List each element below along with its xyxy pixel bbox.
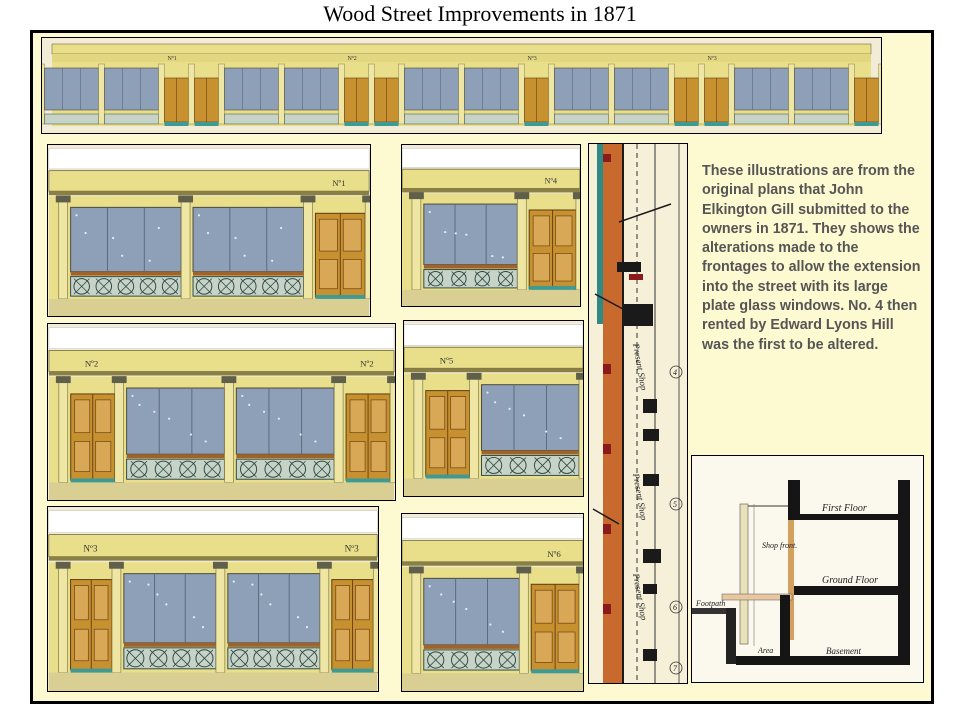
facade-no6-number-label: Nº6 [547,549,561,559]
facade-no3-number-label: Nº3 [83,544,97,554]
facade-no2-panel: Nº2 Nº2 [47,323,396,501]
facade-no2-number-label: Nº2 [360,359,373,369]
cross-section-drawing: First Floor Shop front. Ground Floor Foo… [692,456,923,682]
ground-plan-drawing: Present Shop Present Shop Present Shop 4… [589,144,687,683]
strip-number-label: Nº1 [168,56,177,62]
facade-no1-drawing: Nº1 [48,145,370,316]
facade-no2-drawing: Nº2 Nº2 [48,324,395,500]
facade-no5-drawing: Nº5 [404,321,583,496]
label-ground-floor: Ground Floor [822,575,878,586]
page-title: Wood Street Improvements in 1871 [323,1,637,26]
facade-no4-number-label: Nº4 [545,177,557,186]
plan-number-5: 5 [673,500,677,509]
strip-number-label: Nº3 [528,56,537,62]
facade-no4-drawing: Nº4 [402,145,580,306]
street-elevation-strip: Nº1 Nº2 Nº3 Nº3 [41,37,882,134]
facade-no3-drawing: Nº3 Nº3 [48,507,378,691]
facade-no5-panel: Nº5 [403,320,584,497]
description-text: These illustrations are from the origina… [702,163,921,353]
label-footpath: Footpath [695,599,725,608]
strip-number-label: Nº3 [708,56,717,62]
ground-plan-strip: Present Shop Present Shop Present Shop 4… [588,143,688,684]
label-shop-front: Shop front. [762,541,797,550]
facade-no6-drawing: Nº6 [402,514,583,691]
facade-no1-number-label: Nº1 [332,178,345,188]
plan-number-7: 7 [673,664,678,673]
facade-no3-number-label: Nº3 [345,544,359,554]
facade-no4-panel: Nº4 [401,144,581,307]
street-elevation-drawing: Nº1 Nº2 Nº3 Nº3 [42,38,881,133]
strip-number-label: Nº2 [348,56,357,62]
label-first-floor: First Floor [821,503,867,514]
label-basement: Basement [826,646,861,656]
facade-no2-number-label: Nº2 [85,359,98,369]
plan-number-6: 6 [673,603,677,612]
label-area: Area [757,646,773,655]
facade-no1-panel: Nº1 [47,144,371,317]
plan-number-4: 4 [673,368,677,377]
facade-no6-panel: Nº6 [401,513,584,692]
cross-section-panel: First Floor Shop front. Ground Floor Foo… [691,455,924,683]
facade-no3-panel: Nº3 Nº3 [47,506,379,692]
facade-no5-number-label: Nº5 [440,355,454,365]
